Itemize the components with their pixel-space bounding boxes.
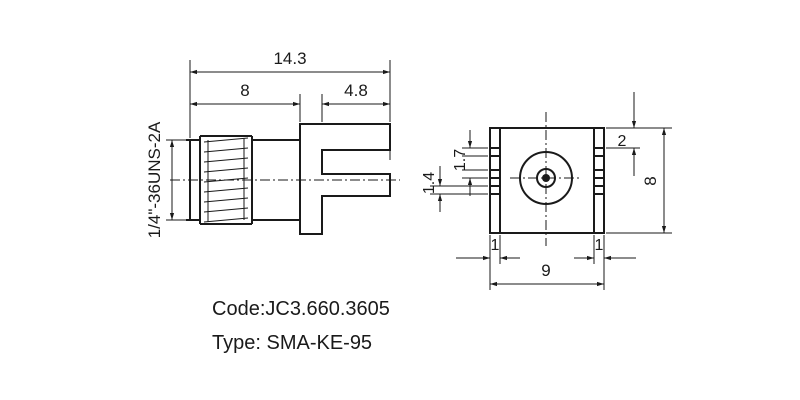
- dim-overall-label: 14.3: [273, 49, 306, 68]
- body-neck: [252, 139, 300, 221]
- front-body-outline: [489, 127, 605, 234]
- dim-height-label: 8: [641, 176, 660, 185]
- front-center-lines: [510, 112, 582, 246]
- front-view: 1.7 1.4 2 8 1 1 9: [421, 92, 672, 290]
- thread-end-caps: [186, 139, 200, 221]
- product-type: Type: SMA-KE-95: [212, 332, 373, 354]
- dim-width-label: 9: [541, 261, 550, 280]
- side-view: 14.3 8 4.8 1/4"-36UNS-2A: [145, 49, 400, 238]
- flange-body: [299, 123, 391, 235]
- dim-top-offset-label: 2: [618, 133, 627, 150]
- product-code: Code:JC3.660.3605: [212, 298, 390, 320]
- dim-right-edge-label: 1: [595, 237, 604, 254]
- dim-flange-label: 4.8: [344, 81, 368, 100]
- dim-left-edge-label: 1: [491, 237, 500, 254]
- dim-pin-pitch-label: 1.7: [452, 149, 469, 171]
- thread-spec-label: 1/4"-36UNS-2A: [145, 121, 164, 238]
- dim-thread-length-label: 8: [240, 81, 249, 100]
- dim-pin-width-label: 1.4: [421, 172, 438, 194]
